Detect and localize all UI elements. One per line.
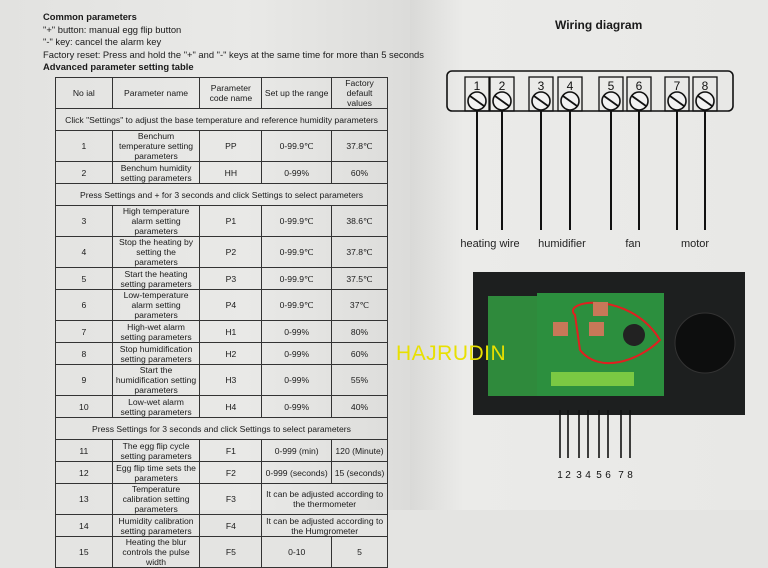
terminal-number: 6 (636, 79, 643, 93)
table-cell: 14 (55, 514, 113, 537)
table-cell: 0-99.9℃ (261, 289, 333, 321)
table-cell: 9 (55, 364, 113, 396)
screw-slot (494, 95, 510, 107)
terminal-number: 5 (608, 79, 615, 93)
terminal-connector (594, 372, 634, 386)
table-cell: 1 (55, 130, 113, 162)
right-page (410, 0, 768, 510)
table-cell: PP (199, 130, 263, 162)
relay (553, 322, 568, 336)
terminal-block (446, 70, 734, 112)
table-cell: 37℃ (331, 289, 388, 321)
board-terminal-number: 4 (585, 470, 591, 481)
header-cell: Parameter name (111, 77, 201, 109)
table-cell: 5 (331, 536, 388, 568)
table-cell: 37.8℃ (331, 236, 388, 268)
table-cell: Low-temperature alarm setting parameters (111, 289, 201, 321)
table-cell: 0-10 (261, 536, 333, 568)
table-cell: P4 (199, 289, 263, 321)
header-cell: Parameter code name (199, 77, 263, 109)
table-cell: F4 (199, 514, 263, 537)
terminal-number: 4 (567, 79, 574, 93)
table-cell: 0-99% (261, 364, 333, 396)
table-cell: Stop the heating by setting the paramete… (111, 236, 201, 268)
buzzer-small (623, 324, 645, 346)
pcb-left (488, 296, 543, 396)
common-line: "+" button: manual egg flip button (43, 23, 182, 35)
board-terminal-number: 5 (596, 470, 602, 481)
table-title: Advanced parameter setting table (43, 61, 194, 72)
common-parameters: Common parameters "+" button: manual egg… (43, 11, 424, 61)
board-terminal-number: 1 (557, 470, 563, 481)
screw-slot (603, 95, 619, 107)
terminal-number: 8 (702, 79, 709, 93)
board-terminal-number: 7 (618, 470, 624, 481)
device-label: humidifier (538, 238, 586, 250)
table-cell: 15 (55, 536, 113, 568)
table-cell: Humidity calibration setting parameters (111, 514, 201, 537)
screw-slot (669, 95, 685, 107)
relay (589, 322, 604, 336)
board-terminal-number: 3 (576, 470, 582, 481)
wiring-title: Wiring diagram (555, 18, 643, 32)
terminal-number: 2 (499, 79, 506, 93)
table-cell: Heating the blur controls the pulse widt… (111, 536, 201, 568)
common-line: Factory reset: Press and hold the "+" an… (43, 48, 424, 60)
common-title: Common parameters (43, 11, 137, 22)
table-cell: 55% (331, 364, 388, 396)
table-cell: High temperature alarm setting parameter… (111, 205, 201, 237)
screw-slot (697, 95, 713, 107)
watermark: HAJRUDIN (396, 342, 507, 365)
screw-slot (631, 95, 647, 107)
table-cell: 38.6℃ (331, 205, 388, 237)
relay (593, 302, 608, 316)
device-label: heating wire (460, 238, 519, 250)
table-cell: 6 (55, 289, 113, 321)
screw-slot (562, 95, 578, 107)
device-label: motor (681, 238, 709, 250)
table-cell: It can be adjusted according to the Humg… (261, 514, 388, 537)
table-cell: 3 (55, 205, 113, 237)
screw-slot (469, 95, 485, 107)
board-terminal-number: 2 (565, 470, 571, 481)
board-terminal-number: 8 (627, 470, 633, 481)
table-cell: Start the humidification setting paramet… (111, 364, 201, 396)
board-terminal-number: 6 (605, 470, 611, 481)
terminal-connector (551, 372, 594, 386)
buzzer-disc (674, 312, 736, 374)
red-wire (571, 301, 662, 365)
table-cell: 37.8℃ (331, 130, 388, 162)
common-line: "-" key: cancel the alarm key (43, 36, 162, 47)
table-cell: F5 (199, 536, 263, 568)
terminal-number: 3 (538, 79, 545, 93)
header-cell: Factory default values (331, 77, 388, 109)
device-label: fan (625, 238, 640, 250)
terminal-number: 1 (474, 79, 481, 93)
terminal-number: 7 (674, 79, 681, 93)
screw-slot (533, 95, 549, 107)
